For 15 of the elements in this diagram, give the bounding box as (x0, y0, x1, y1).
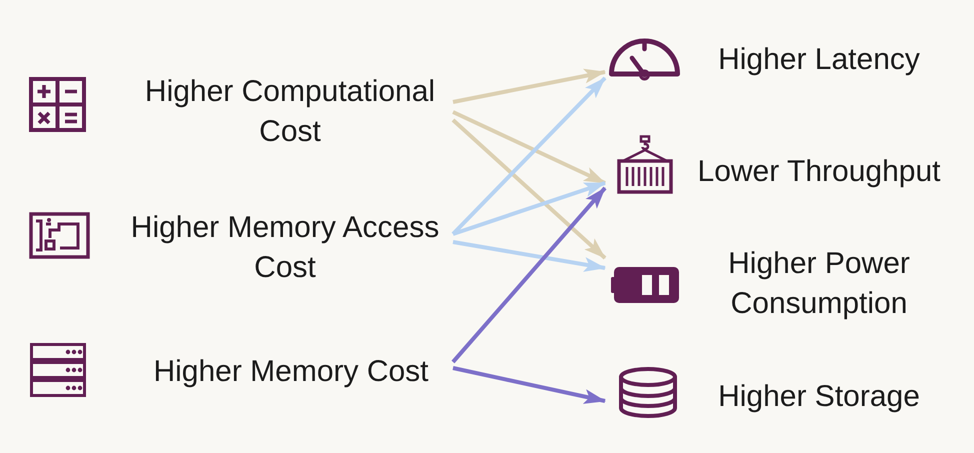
arrow (452, 68, 606, 104)
item-label: Lower Throughput (696, 154, 942, 190)
arrow (452, 76, 606, 236)
arrow (452, 118, 606, 260)
item-label: Higher Computational Cost (144, 74, 436, 150)
arrow (452, 366, 606, 404)
item-label: Higher Memory Access Cost (130, 210, 440, 286)
item-label: Higher Latency (717, 42, 921, 78)
arrow (452, 240, 606, 272)
arrow (452, 181, 606, 236)
item-label: Higher Power Consumption (727, 246, 911, 322)
item-label: Higher Storage (717, 379, 921, 415)
arrow (452, 110, 606, 185)
arrow (452, 186, 606, 364)
item-label: Higher Memory Cost (152, 354, 430, 390)
